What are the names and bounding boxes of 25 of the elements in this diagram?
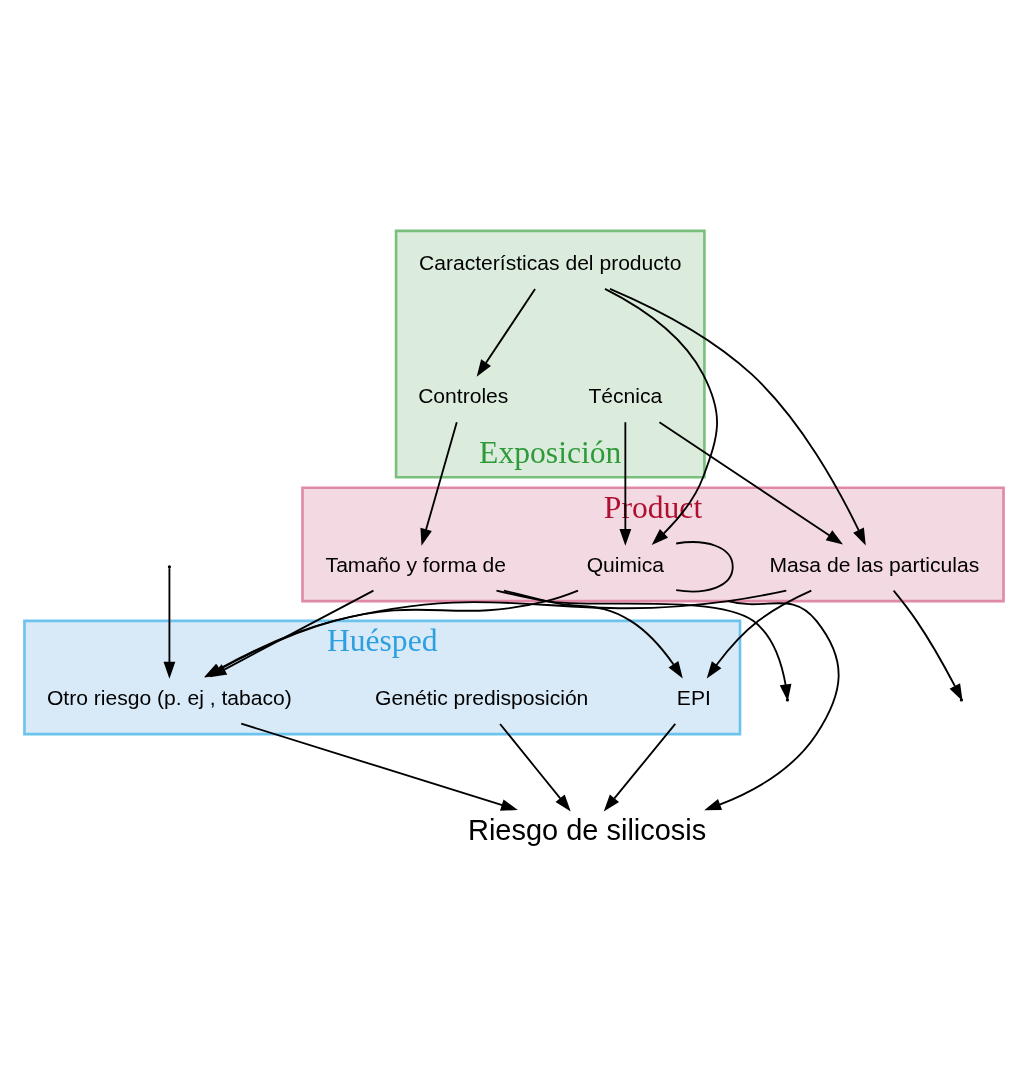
connector	[675, 541, 734, 593]
arrow	[499, 723, 571, 812]
arrow	[476, 288, 536, 377]
arrow	[619, 421, 632, 546]
node-text: EPI	[676, 685, 711, 709]
node-text: Masa de las particulas	[769, 552, 980, 576]
arrow	[604, 288, 718, 545]
arrow	[163, 567, 176, 679]
node-text: Técnica	[588, 384, 663, 408]
arrow	[209, 589, 375, 678]
node-text: Otro riesgo (p. ej , tabaco)	[46, 685, 292, 709]
arrow	[240, 722, 518, 811]
node-text: Características del producto	[419, 251, 682, 275]
arrow	[609, 287, 866, 546]
node-text: Controles	[418, 384, 509, 408]
arrow	[704, 600, 840, 811]
arrow	[603, 723, 677, 812]
node-text: Genétic predisposición	[375, 685, 589, 709]
arrow	[502, 589, 683, 679]
node-text: Tamaño y forma de	[325, 552, 507, 576]
arrow	[706, 589, 813, 679]
node-text: Quimica	[586, 552, 664, 576]
node-text: Riesgo de silicosis	[467, 814, 707, 847]
arrow	[658, 421, 843, 545]
arrow	[420, 421, 458, 546]
